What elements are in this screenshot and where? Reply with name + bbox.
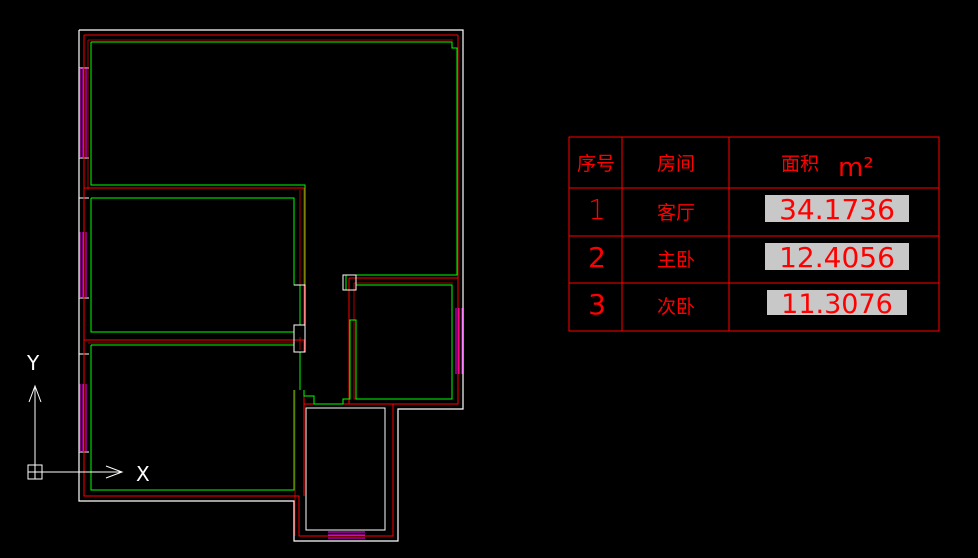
window-right <box>455 308 463 374</box>
header-index: 序号 <box>577 153 615 175</box>
row-area: 12.4056 <box>779 241 895 274</box>
value-highlight <box>767 290 907 315</box>
window-bottom <box>328 531 365 539</box>
window-left-middle <box>79 232 87 298</box>
row-area: 34.1736 <box>779 193 895 226</box>
room-boundary-bathroom <box>303 284 453 405</box>
floor-plan[interactable] <box>78 29 464 542</box>
row-room: 次卧 <box>657 296 695 318</box>
row-area: 11.3076 <box>781 289 893 320</box>
wall-centerline-inner <box>84 187 458 496</box>
window-left-lower <box>79 384 87 452</box>
ucs-icon: Y X <box>26 351 150 486</box>
row-index: 2 <box>588 241 606 274</box>
wall-stub-lower <box>293 324 306 353</box>
row-index: 1 <box>588 193 606 226</box>
wall-double-lines <box>87 39 453 536</box>
ucs-y-arrow-icon <box>28 384 42 403</box>
ucs-x-arrow-icon <box>105 465 124 479</box>
row-index: 3 <box>588 288 606 321</box>
area-table[interactable]: 序号 房间 面积 m² 1 客厅 34.1736 2 主卧 12.4056 3 … <box>568 136 940 332</box>
table-border <box>568 136 940 332</box>
header-area: 面积 <box>781 153 819 175</box>
wall-stub-bath <box>342 274 357 291</box>
ucs-y-label: Y <box>26 351 40 375</box>
header-room: 房间 <box>657 153 695 175</box>
value-highlight <box>765 243 909 270</box>
header-unit: m² <box>838 153 874 183</box>
value-highlight <box>765 195 909 222</box>
room-boundary-kitchen <box>305 407 386 531</box>
outer-wall-outline <box>78 29 464 542</box>
ucs-x-label: X <box>136 462 150 486</box>
row-room: 主卧 <box>657 249 695 271</box>
wall-centerline-outer <box>83 34 459 537</box>
window-left-upper <box>79 68 87 158</box>
row-room: 客厅 <box>657 202 695 224</box>
